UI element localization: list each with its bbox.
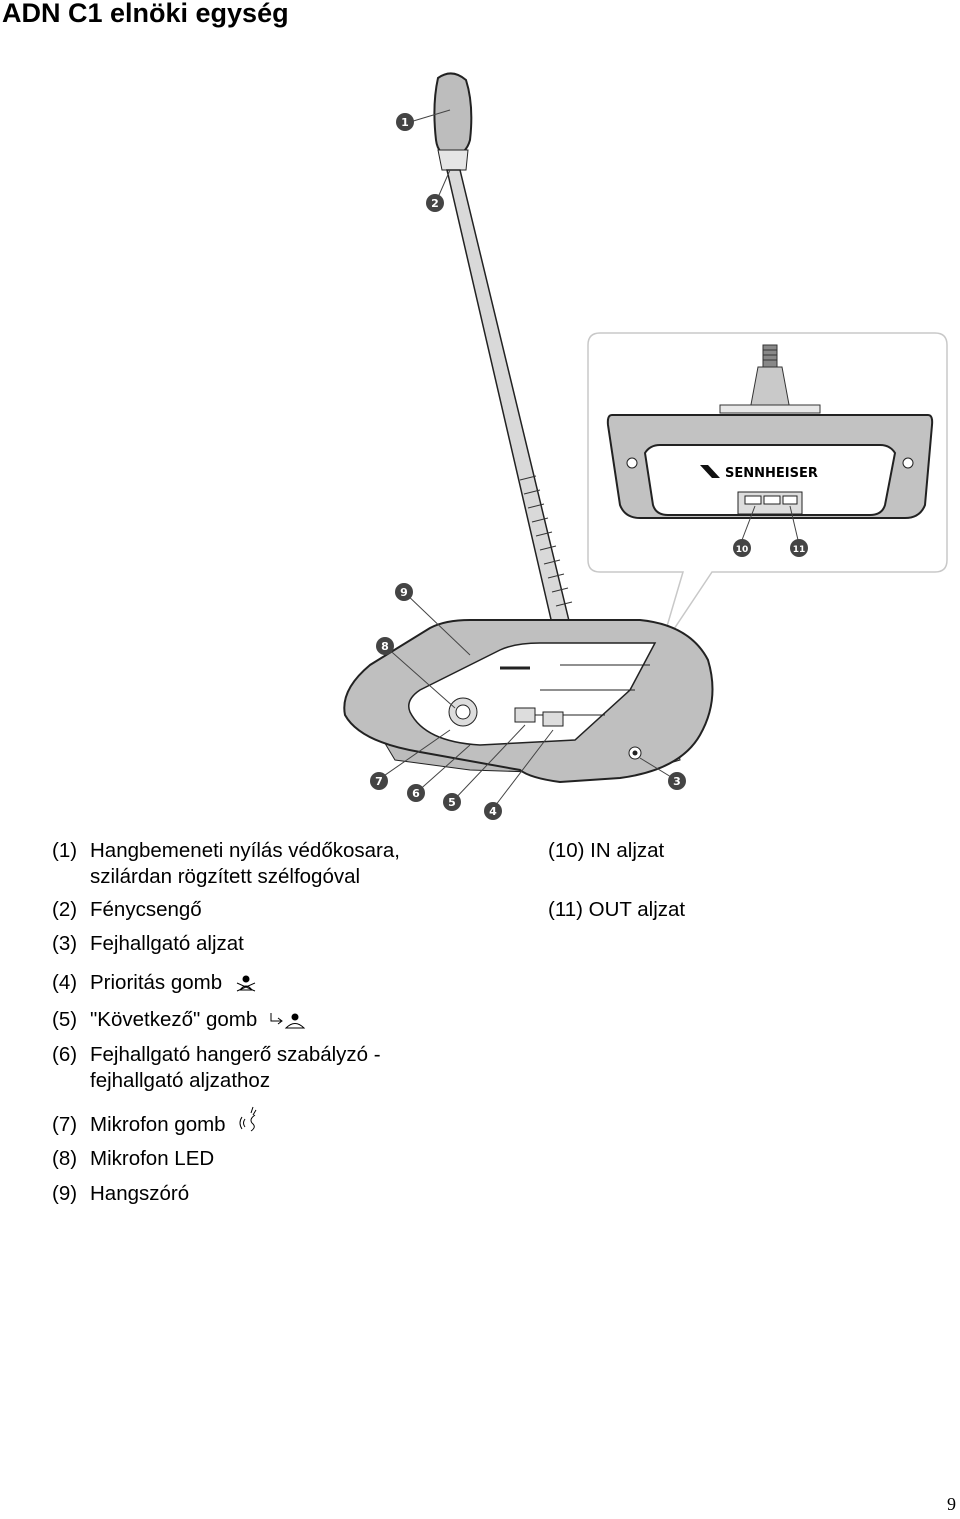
callout-3: 3 — [668, 772, 686, 790]
callout-4: 4 — [484, 802, 502, 820]
legend-item-6: (6)Fejhallgató hangerő szabályzó - fejha… — [52, 1043, 381, 1092]
brand-logo: SENNHEISER — [725, 466, 818, 481]
svg-text:11: 11 — [793, 545, 806, 555]
callout-8: 8 — [376, 637, 394, 655]
legend-item-4: (4)Prioritás gomb — [52, 970, 258, 996]
legend-item-3: (3)Fejhallgató aljzat — [52, 932, 244, 955]
legend-item-2: (2)Fénycsengő — [52, 898, 202, 921]
legend-item-8: (8)Mikrofon LED — [52, 1147, 215, 1170]
device-illustration: SENNHEISER — [343, 72, 948, 820]
legend-item-7: (7)Mikrofon gomb — [52, 1106, 263, 1138]
svg-text:5: 5 — [448, 796, 456, 809]
svg-text:1: 1 — [401, 116, 409, 129]
callout-2: 2 — [426, 194, 444, 212]
callout-10: 10 — [733, 539, 751, 557]
legend-item-9: (9)Hangszóró — [52, 1182, 190, 1205]
legend-item-10: (10) IN aljzat — [548, 839, 665, 862]
page-title: ADN C1 elnöki egység — [2, 0, 289, 28]
callout-1: 1 — [396, 113, 414, 131]
legend-item-5: (5)"Következő" gomb — [52, 1007, 307, 1033]
callout-7: 7 — [370, 772, 388, 790]
priority-icon — [236, 975, 256, 992]
legend-item-1: (1)Hangbemeneti nyílás védőkosara, szilá… — [52, 839, 400, 888]
legend-item-11: (11) OUT aljzat — [548, 898, 686, 921]
svg-text:10: 10 — [736, 545, 749, 555]
svg-text:6: 6 — [412, 787, 420, 800]
next-speaker-icon — [270, 1012, 306, 1029]
svg-text:8: 8 — [381, 640, 389, 653]
callout-11: 11 — [790, 539, 808, 557]
page-number: 9 — [947, 1494, 956, 1514]
svg-text:7: 7 — [375, 775, 383, 788]
svg-text:2: 2 — [431, 197, 439, 210]
svg-text:4: 4 — [489, 805, 497, 818]
rear-view-inset: SENNHEISER — [587, 332, 948, 651]
svg-text:3: 3 — [673, 775, 681, 788]
callout-6: 6 — [407, 784, 425, 802]
callout-5: 5 — [443, 793, 461, 811]
microphone-speak-icon — [239, 1106, 257, 1131]
svg-text:9: 9 — [400, 586, 408, 599]
callout-9: 9 — [395, 583, 413, 601]
main-device — [343, 72, 714, 811]
callout-markers: 1 2 3 4 5 6 7 8 9 10 11 — [370, 113, 808, 820]
